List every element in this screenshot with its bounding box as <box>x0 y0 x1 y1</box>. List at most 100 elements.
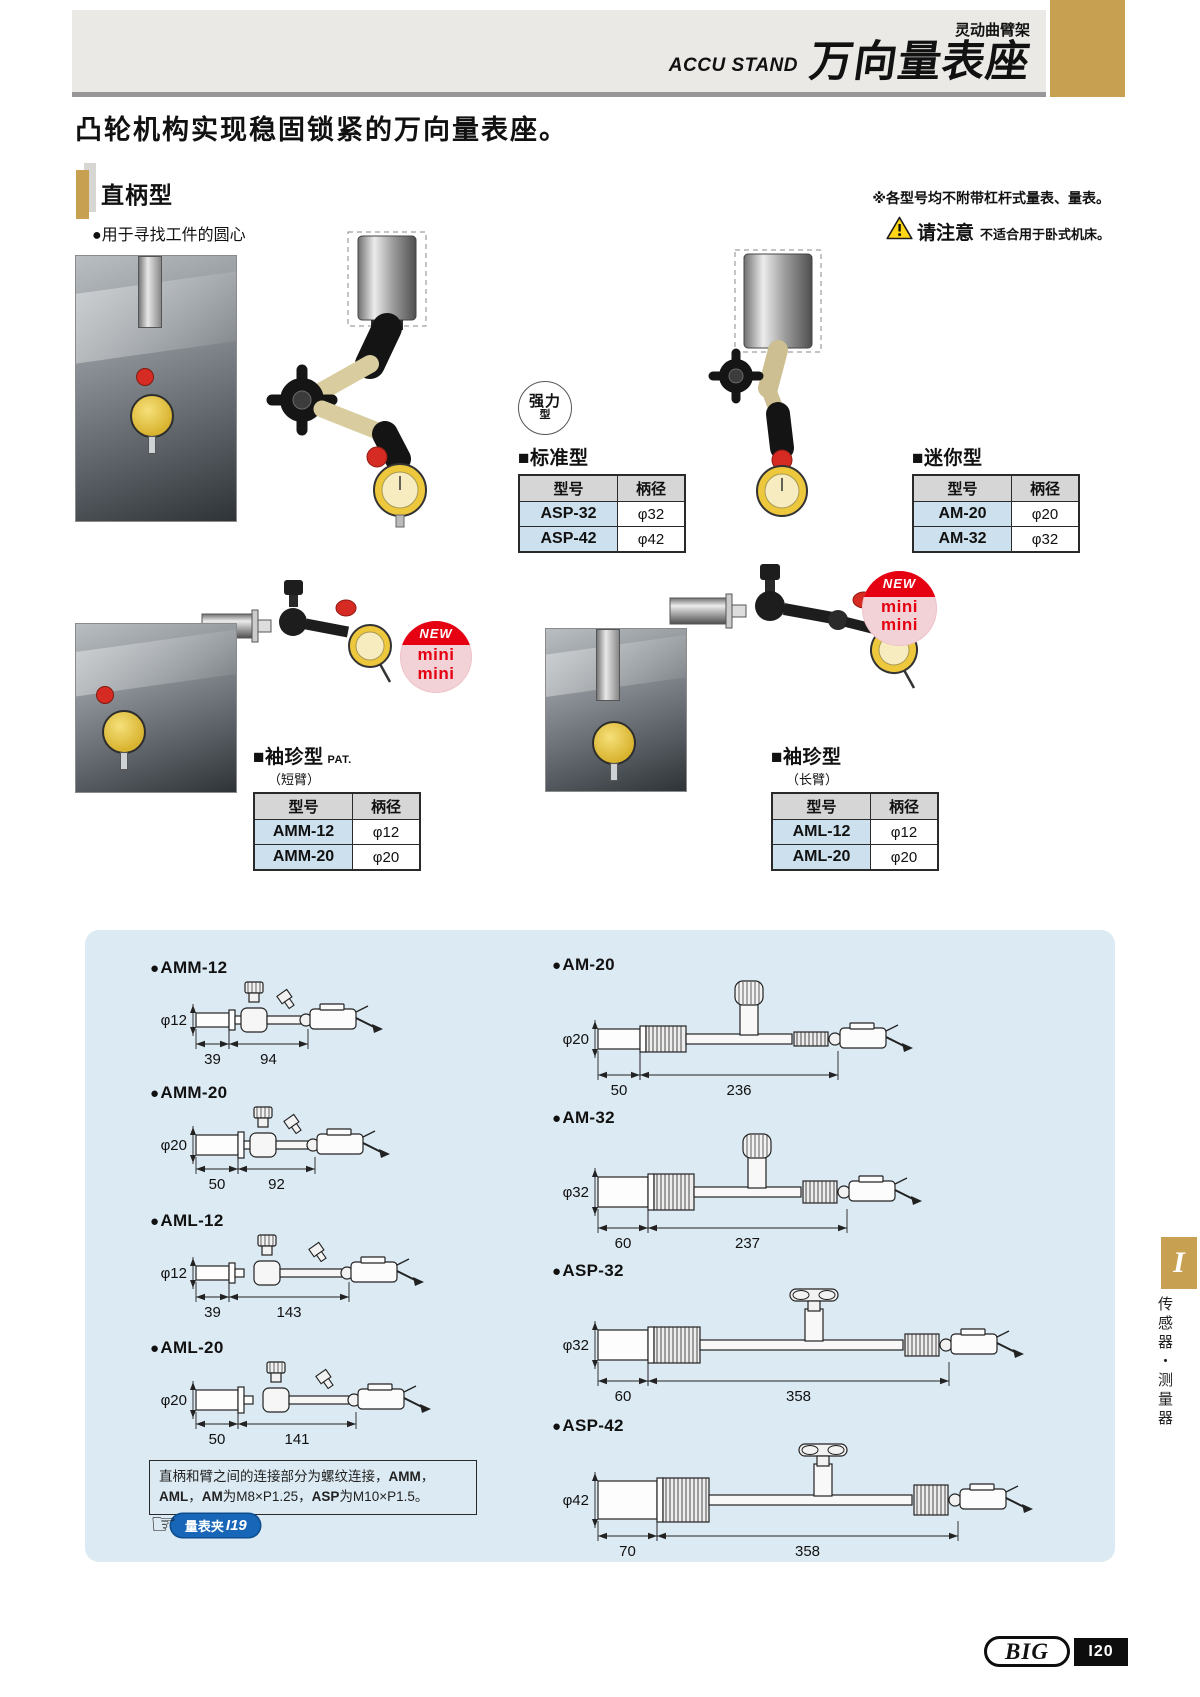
spindle-shape <box>138 256 162 328</box>
table-row: ASP-42 φ42 <box>518 526 686 553</box>
table-row: AM-32 φ32 <box>912 526 1080 553</box>
footer-brand: BIG I20 <box>984 1636 1128 1667</box>
pat-label: PAT. <box>327 754 352 766</box>
svg-text:φ12: φ12 <box>161 1012 187 1029</box>
svg-text:358: 358 <box>786 1388 811 1405</box>
gauge-clamp-link-button[interactable]: 量表夹 I19 <box>170 1513 260 1537</box>
gauge-clamp-link: ☞ 量表夹 I19 <box>150 1510 260 1540</box>
table-row: ASP-32 φ32 <box>518 501 686 527</box>
svg-text:70: 70 <box>619 1543 636 1560</box>
svg-text:φ32: φ32 <box>563 1184 589 1201</box>
col-header-model: 型号 <box>253 792 353 820</box>
dia-cell: φ20 <box>1011 501 1080 527</box>
model-cell: AM-32 <box>912 526 1012 553</box>
new-label: NEW <box>862 571 937 597</box>
svg-text:φ32: φ32 <box>563 1337 589 1354</box>
svg-text:50: 50 <box>209 1431 226 1448</box>
dia-cell: φ20 <box>870 844 939 871</box>
product-illustration-mini <box>690 248 850 528</box>
model-cell: AM-20 <box>912 501 1012 527</box>
mini-label-1: mini <box>417 645 455 665</box>
power-type-badge: 强力 型 <box>518 381 572 435</box>
series-label: 灵动曲臂架 <box>954 22 1030 39</box>
table-row: AMM-20 φ20 <box>253 844 421 871</box>
caution-label: 请注意 <box>916 223 974 244</box>
dial-indicator-shape <box>592 721 636 781</box>
svg-text:236: 236 <box>726 1082 751 1099</box>
diagram-label: ●AML-12 <box>150 1211 224 1230</box>
header-underline <box>72 92 1046 97</box>
spindle-shape <box>596 629 620 701</box>
svg-text:φ20: φ20 <box>161 1137 187 1154</box>
table-pocket-long: ■袖珍型 （长臂） 型号 柄径 AML-12 φ12 AML-20 φ20 <box>771 742 939 871</box>
svg-text:φ20: φ20 <box>563 1031 589 1048</box>
col-header-dia: 柄径 <box>1011 474 1080 502</box>
table-mini-title: ■迷你型 <box>912 448 983 469</box>
section-feature: ●用于寻找工件的圆心 <box>92 227 246 244</box>
dia-cell: φ32 <box>1011 526 1080 553</box>
mini-label-2: mini <box>881 614 918 634</box>
new-mini-badge: NEW mini mini <box>400 621 472 693</box>
application-photo-pocket-short <box>75 623 237 793</box>
col-header-model: 型号 <box>518 474 618 502</box>
section-accent-bar <box>76 170 89 219</box>
dia-cell: φ42 <box>617 526 686 553</box>
table-row: AM-20 φ20 <box>912 501 1080 527</box>
svg-text:141: 141 <box>284 1431 309 1448</box>
table-mini: ■迷你型 型号 柄径 AM-20 φ20 AM-32 φ32 <box>912 443 1080 553</box>
section-title: 直柄型 <box>101 182 173 208</box>
arm-length-note: （短臂） <box>268 772 321 787</box>
application-photo-standard <box>75 255 237 522</box>
link-label: 量表夹 <box>184 1518 224 1534</box>
col-header-model: 型号 <box>771 792 871 820</box>
svg-text:φ12: φ12 <box>161 1265 187 1282</box>
link-page-ref: I19 <box>225 1516 247 1534</box>
model-cell: AMM-12 <box>253 819 353 845</box>
caution-text: 不适合用于卧式机床。 <box>979 227 1110 242</box>
warning-icon <box>886 216 913 245</box>
diagram-label: ●AM-20 <box>552 955 615 974</box>
arm-length-note: （长臂） <box>786 772 839 787</box>
col-header-dia: 柄径 <box>870 792 939 820</box>
page-header: 灵动曲臂架 ACCU STAND 万向量表座 <box>72 10 1046 92</box>
table-row: AML-12 φ12 <box>771 819 939 845</box>
big-logo: BIG <box>984 1636 1070 1667</box>
note-box: 直柄和臂之间的连接部分为螺纹连接，AMM，AML，AM为M8×P1.25，ASP… <box>149 1460 477 1515</box>
dia-cell: φ12 <box>352 819 421 845</box>
model-cell: ASP-32 <box>518 501 618 527</box>
caution-note: 请注意 不适合用于卧式机床。 <box>560 216 1110 245</box>
diagram-label: ●ASP-32 <box>552 1261 624 1280</box>
gold-corner-block <box>1050 0 1125 97</box>
diagram-label: ●AMM-12 <box>150 958 228 977</box>
product-illustration-pocket-long <box>668 562 926 702</box>
col-header-dia: 柄径 <box>617 474 686 502</box>
side-category-label: 传感器・测量器 <box>1156 1296 1173 1429</box>
thread-connection-note: 直柄和臂之间的连接部分为螺纹连接，AMM，AML，AM为M8×P1.25，ASP… <box>159 1469 435 1505</box>
dial-indicator-shape <box>130 394 174 454</box>
pointer-hand-icon: ☞ <box>150 1508 177 1541</box>
diagram-label: ●ASP-42 <box>552 1416 624 1435</box>
accessory-note: ※各型号均不附带杠杆式量表、量表。 <box>872 190 1110 206</box>
page-title: 万向量表座 <box>806 38 1034 86</box>
red-knob-shape <box>136 368 154 386</box>
svg-text:39: 39 <box>204 1051 221 1068</box>
svg-text:60: 60 <box>615 1235 632 1252</box>
col-header-model: 型号 <box>912 474 1012 502</box>
svg-text:φ42: φ42 <box>563 1492 589 1509</box>
mini-label-2: mini <box>417 663 455 683</box>
table-standard-title: ■标准型 <box>518 448 589 469</box>
dia-cell: φ32 <box>617 501 686 527</box>
